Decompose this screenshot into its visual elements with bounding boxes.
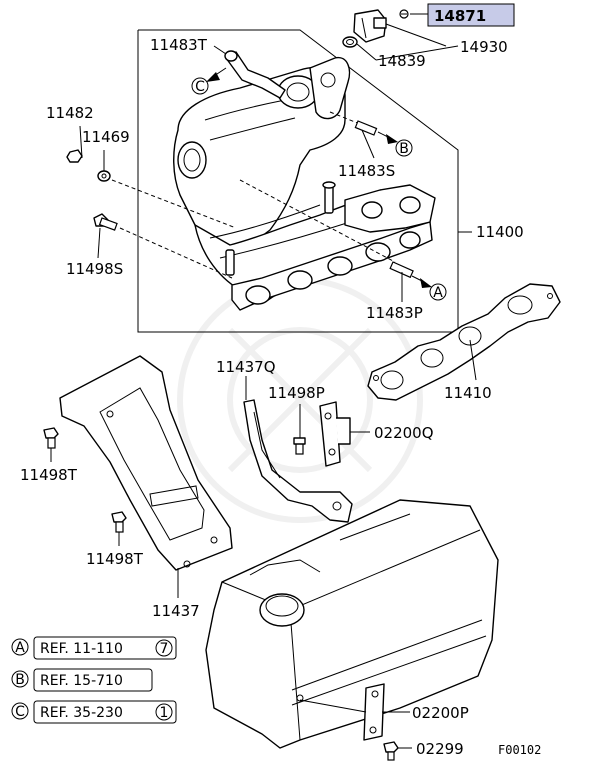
marker-a[interactable]: A <box>429 283 447 301</box>
part-label-02200p[interactable]: 02200P <box>412 704 469 722</box>
bolt-02299[interactable] <box>383 741 399 761</box>
part-label-11469[interactable]: 11469 <box>82 128 130 146</box>
reference-text-b: REF. 15-710 <box>40 673 123 689</box>
intake-manifold[interactable] <box>173 56 436 311</box>
reference-text-c: REF. 35-230 <box>40 705 123 721</box>
o-ring-14839[interactable] <box>342 36 358 48</box>
bolt-11498s[interactable] <box>93 213 118 231</box>
part-label-11483t[interactable]: 11483T <box>150 36 208 54</box>
gasket-11410[interactable] <box>367 283 561 401</box>
cylinder-head[interactable] <box>205 499 499 749</box>
ref-arrow-b <box>377 131 398 144</box>
svg-text:B: B <box>399 141 409 157</box>
bolt-11498p[interactable] <box>293 437 306 455</box>
bracket-02200q[interactable] <box>319 401 351 467</box>
hose-11483t[interactable] <box>224 50 286 99</box>
part-label-11498t-top[interactable]: 11498T <box>20 466 78 484</box>
bolt-11498t-top[interactable] <box>43 427 59 449</box>
part-label-14839[interactable]: 14839 <box>378 52 426 70</box>
highlight-box <box>427 3 515 27</box>
stay-11437[interactable] <box>59 355 233 571</box>
washer-11469[interactable] <box>97 170 111 182</box>
part-label-02200q[interactable]: 02200Q <box>374 424 434 442</box>
svg-text:A: A <box>15 640 25 656</box>
reference-text-a: REF. 11-110 <box>40 641 123 657</box>
part-label-14871: 14871 <box>434 7 486 25</box>
bracket-02200p[interactable] <box>363 683 385 741</box>
part-label-11482[interactable]: 11482 <box>46 104 94 122</box>
map-sensor[interactable] <box>353 9 387 43</box>
part-label-11437[interactable]: 11437 <box>152 602 200 620</box>
part-label-11410[interactable]: 11410 <box>444 384 492 402</box>
ref-arrow-c <box>206 67 227 82</box>
part-label-11483p[interactable]: 11483P <box>366 304 423 322</box>
part-14871-callout[interactable]: 14871 <box>427 3 515 27</box>
svg-text:C: C <box>15 704 25 720</box>
reference-row-c[interactable]: C REF. 35-230 1 <box>11 700 177 724</box>
part-label-11437q[interactable]: 11437Q <box>216 358 276 376</box>
leader-lines <box>50 13 477 749</box>
nut-11482[interactable] <box>66 149 83 163</box>
marker-b[interactable]: B <box>395 139 413 157</box>
stud-11483p[interactable] <box>239 179 414 279</box>
part-label-11498p[interactable]: 11498P <box>268 384 325 402</box>
marker-c[interactable]: C <box>191 77 209 95</box>
svg-text:A: A <box>433 285 443 301</box>
stay-11437q[interactable] <box>243 399 353 523</box>
screw-14871[interactable] <box>399 9 409 19</box>
bolt-11498t-bottom[interactable] <box>111 511 127 533</box>
part-label-11498t-bottom[interactable]: 11498T <box>86 550 144 568</box>
part-label-11483s[interactable]: 11483S <box>338 162 395 180</box>
washer-guide-line <box>111 179 237 229</box>
reference-row-a[interactable]: A REF. 11-110 7 <box>11 636 177 660</box>
stud-11483s[interactable] <box>329 111 378 136</box>
reference-legend: A REF. 11-110 7 B REF. 15-710 C REF. 35-… <box>11 636 177 724</box>
reference-row-b[interactable]: B REF. 15-710 <box>11 668 153 692</box>
part-label-11400[interactable]: 11400 <box>476 223 524 241</box>
svg-text:B: B <box>15 672 25 688</box>
ref-arrow-a <box>411 275 432 288</box>
part-label-02299[interactable]: 02299 <box>416 740 464 758</box>
svg-text:7: 7 <box>160 641 169 657</box>
part-label-11498s[interactable]: 11498S <box>66 260 123 278</box>
figure-code: F00102 <box>498 743 541 757</box>
svg-text:1: 1 <box>160 705 169 721</box>
manifold-assembly-frame <box>137 29 472 333</box>
part-label-14930[interactable]: 14930 <box>460 38 508 56</box>
svg-text:C: C <box>195 79 205 95</box>
